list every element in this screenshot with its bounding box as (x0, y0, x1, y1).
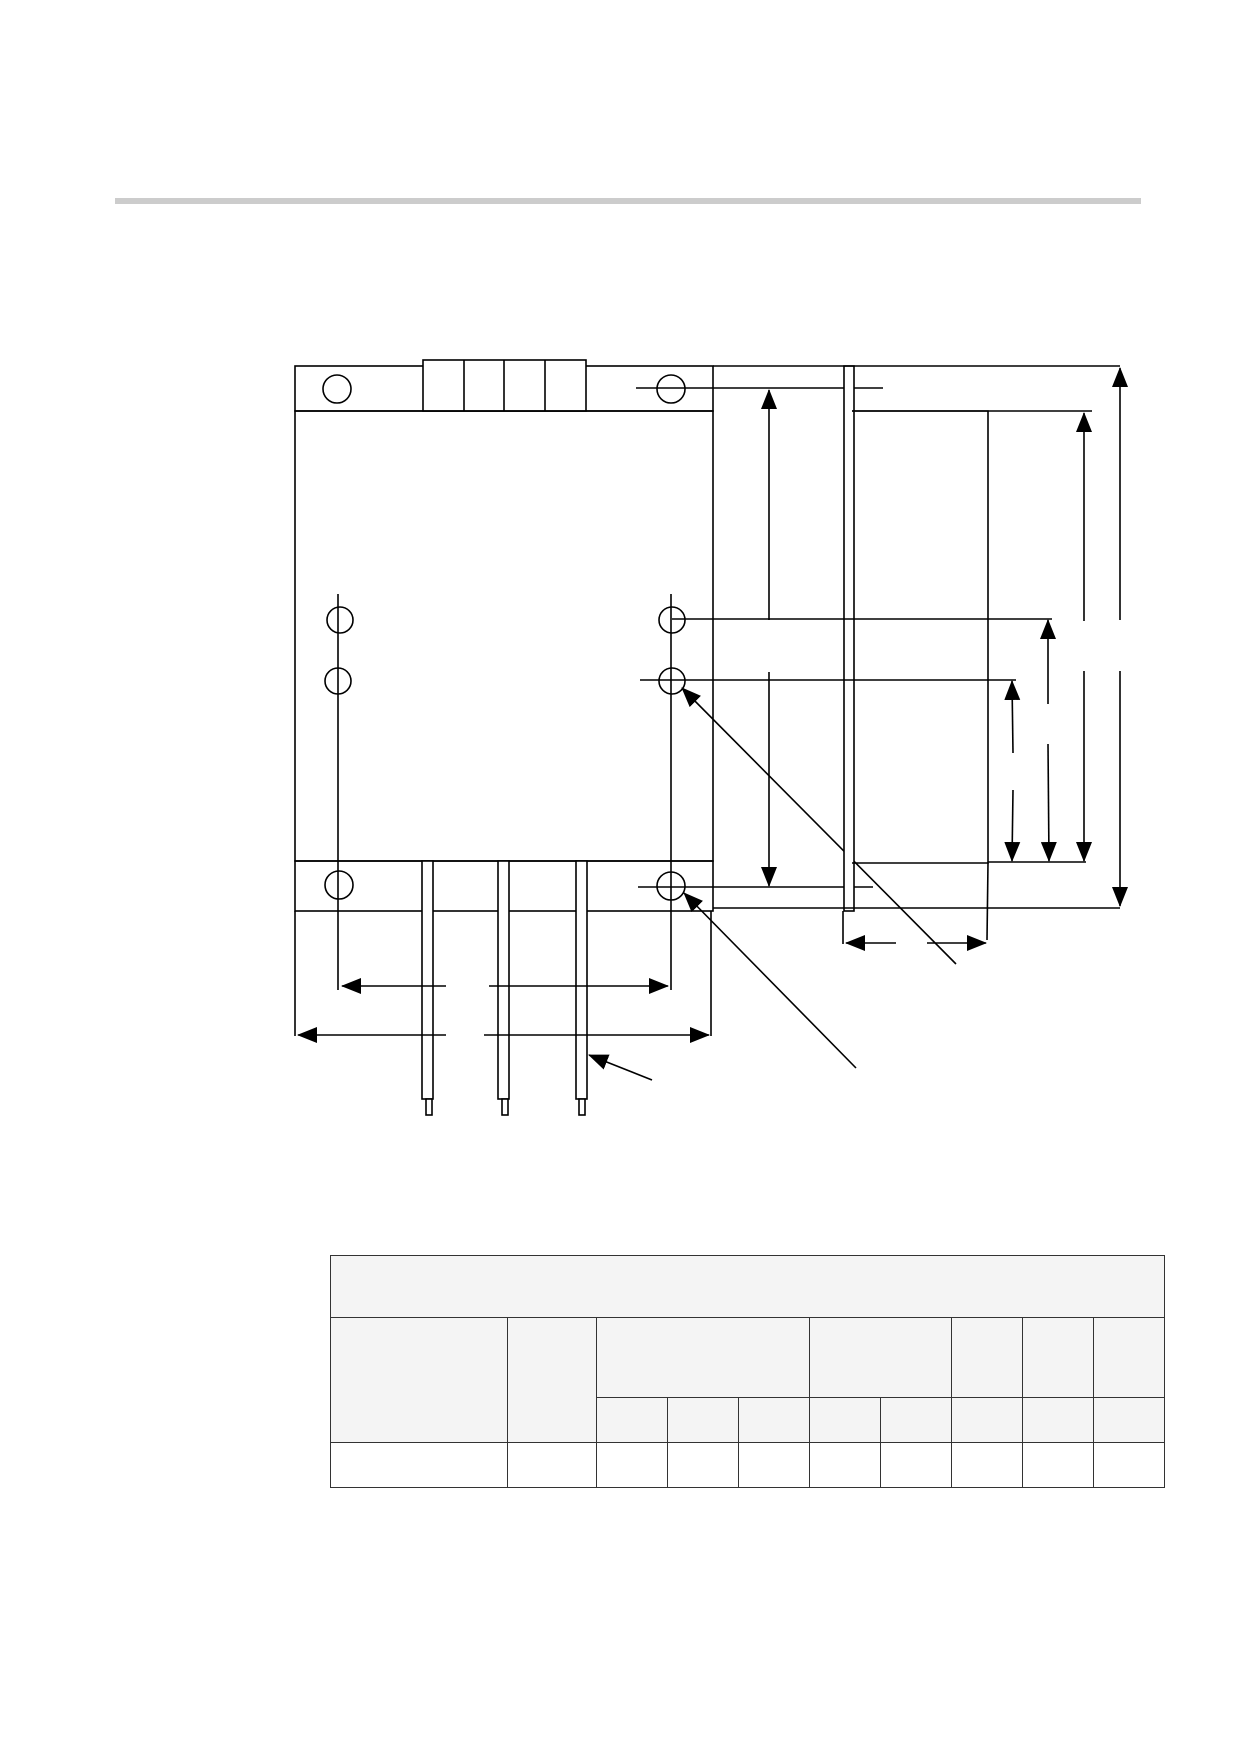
table-group-header (1022, 1317, 1094, 1398)
leader-line (683, 892, 857, 1069)
table-cell (880, 1442, 952, 1488)
table-group-header (1093, 1317, 1165, 1398)
table-cell (951, 1442, 1023, 1488)
dimension-arrow (1004, 680, 1021, 754)
table-cell (809, 1442, 881, 1488)
table-row (330, 1442, 1165, 1488)
leader-line (588, 1054, 653, 1081)
table-sub-header (1093, 1397, 1165, 1443)
table-cell (507, 1442, 597, 1488)
table-group-header (507, 1317, 597, 1443)
specification-table (330, 1255, 1165, 1488)
mounting-hole-icon (658, 667, 686, 695)
table-sub-header (951, 1397, 1023, 1443)
table-cell (738, 1442, 810, 1488)
mounting-hole-icon (326, 606, 354, 634)
mounting-hole-icon (322, 374, 352, 404)
table-title (330, 1255, 1165, 1318)
table-sub-header (738, 1397, 810, 1443)
leader-line (681, 687, 957, 965)
table-cell (667, 1442, 739, 1488)
table-sub-header (1022, 1397, 1094, 1443)
table-cell (1022, 1442, 1094, 1488)
housing-body (294, 410, 714, 862)
connector-block (422, 359, 587, 412)
table-cell (1093, 1442, 1165, 1488)
terminal-pins (421, 860, 588, 1116)
mounting-hole-icon (658, 606, 686, 634)
table-group-header (809, 1317, 952, 1398)
dimension-arrow (1004, 789, 1021, 862)
mounting-hole-icon (656, 374, 686, 404)
table-group-header (951, 1317, 1023, 1398)
table-sub-header (809, 1397, 881, 1443)
table-cell (330, 1442, 508, 1488)
table-sub-header (596, 1397, 668, 1443)
front-view (294, 359, 957, 1116)
table-group-header (596, 1317, 810, 1398)
header-rule (115, 198, 1141, 204)
side-profile (640, 365, 1128, 951)
mechanical-drawing (294, 359, 1128, 1116)
table-sub-header (880, 1397, 952, 1443)
dimension-arrow (1040, 743, 1057, 862)
mounting-hole-icon (324, 870, 354, 900)
table-group-header (330, 1317, 508, 1443)
table-cell (596, 1442, 668, 1488)
table-sub-header (667, 1397, 739, 1443)
